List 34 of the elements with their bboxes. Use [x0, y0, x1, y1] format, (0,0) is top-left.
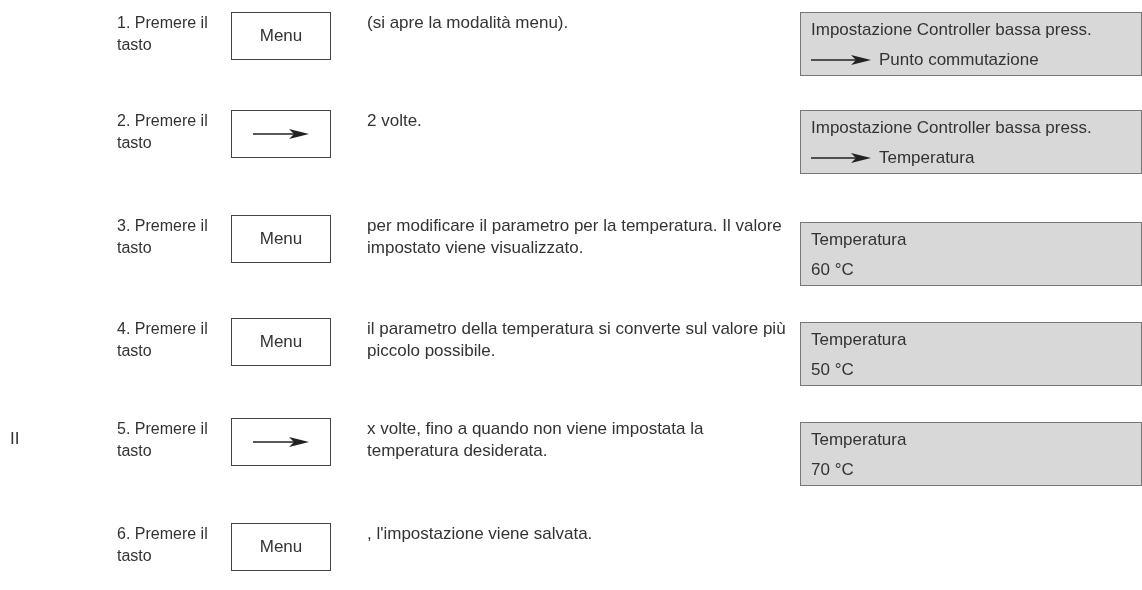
- margin-mark: II: [10, 428, 20, 450]
- step-label: 1. Premere il tasto: [117, 13, 209, 55]
- key-button: Menu: [231, 523, 331, 571]
- instruction-text: (si apre la modalità menu).: [367, 12, 569, 34]
- step-label: 5. Premere il tasto: [117, 419, 209, 461]
- display-text: Temperatura: [879, 147, 975, 169]
- instruction-text: x volte, fino a quando non viene impostata la temperatura desiderata.: [367, 418, 705, 462]
- key-button: Menu: [231, 12, 331, 60]
- display-text: 50 °C: [811, 359, 854, 381]
- step-label: 6. Premere il tasto: [117, 524, 209, 566]
- display-text: Temperatura: [811, 429, 907, 451]
- instruction-text: per modificare il parametro per la temperatura. Il valore impostato viene visualizzato.: [367, 215, 783, 259]
- display-panel: [800, 12, 1142, 76]
- step-label: 3. Premere il tasto: [117, 216, 209, 258]
- display-panel: [800, 422, 1142, 486]
- instruction-text: il parametro della temperatura si converte sul valore più piccolo possibile.: [367, 318, 787, 362]
- display-text: 60 °C: [811, 259, 854, 281]
- instruction-text: , l'impostazione viene salvata.: [367, 523, 593, 545]
- key-button: Menu: [231, 318, 331, 366]
- display-text: Temperatura: [811, 329, 907, 351]
- display-panel: [800, 222, 1142, 286]
- display-text: Impostazione Controller bassa press.: [811, 19, 1092, 41]
- display-panel: [800, 322, 1142, 386]
- display-text: 70 °C: [811, 459, 854, 481]
- instruction-text: 2 volte.: [367, 110, 422, 132]
- key-button: [231, 418, 331, 466]
- key-button: [231, 110, 331, 158]
- key-button: Menu: [231, 215, 331, 263]
- step-label: 2. Premere il tasto: [117, 111, 209, 153]
- display-panel: [800, 110, 1142, 174]
- display-text: Punto commutazione: [879, 49, 1039, 71]
- step-label: 4. Premere il tasto: [117, 319, 209, 361]
- display-text: Temperatura: [811, 229, 907, 251]
- display-text: Impostazione Controller bassa press.: [811, 117, 1092, 139]
